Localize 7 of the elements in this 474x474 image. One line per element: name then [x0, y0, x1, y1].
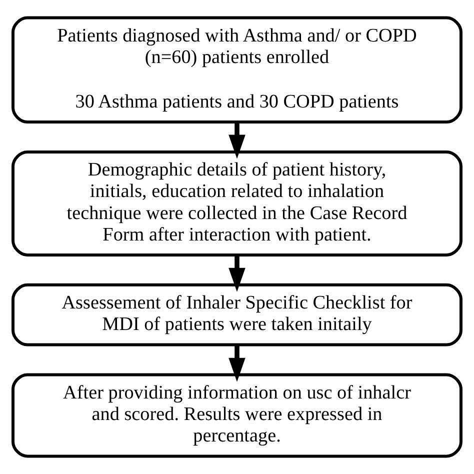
node-box: Assessement of Inhaler Specific Checklist for MDI of patients were taken initaily — [12, 283, 462, 346]
arrow — [228, 345, 246, 382]
node-box: After providing information on usc of inhalcr and scored. Results were expressed in percentage. — [12, 373, 462, 458]
node-box: Patients diagnosed with Asthma and/ or COPD (n=60) patients enrolled 30 Asthma patients and 30 COPD patients — [12, 16, 462, 124]
node-box: Demographic details of patient history, initials, education related to inhalation technique were collected in the Case Record Form after interaction with patient. — [12, 150, 462, 256]
arrow — [228, 122, 246, 159]
arrow — [228, 255, 246, 292]
